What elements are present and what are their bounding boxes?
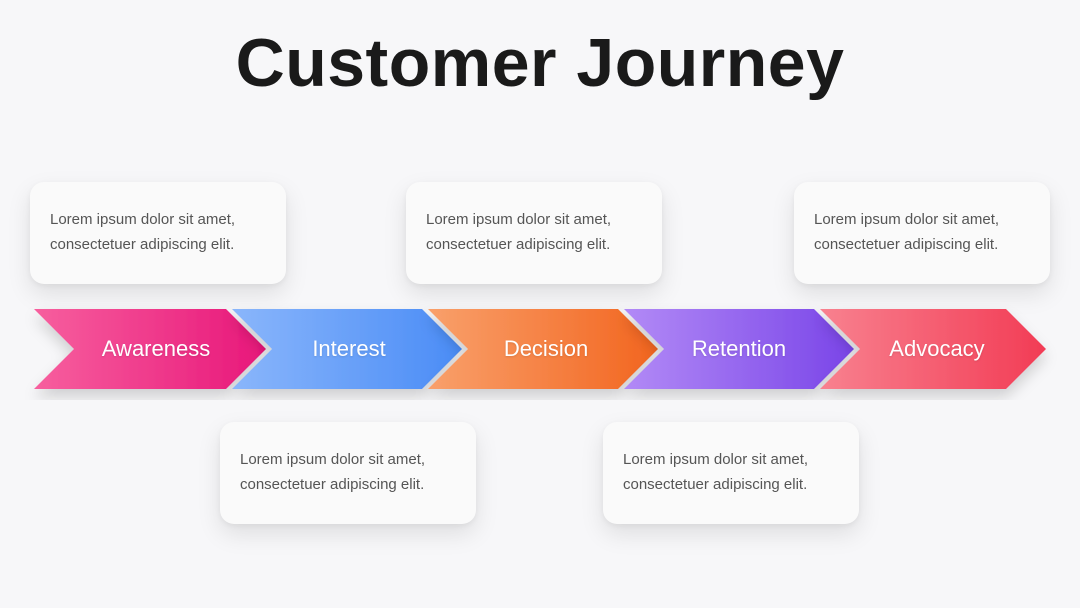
card-text-line: Lorem ipsum dolor sit amet, <box>623 451 809 468</box>
card-text-line: Lorem ipsum dolor sit amet, <box>240 451 426 468</box>
advocacy-chevron <box>820 309 1046 389</box>
card-text-line: consectetuer adipiscing elit. <box>426 236 611 253</box>
stage-label-awareness: Awareness <box>101 336 211 361</box>
interest-chevron <box>232 309 462 389</box>
card-text-line: consectetuer adipiscing elit. <box>814 236 999 253</box>
card-text-line: Lorem ipsum dolor sit amet, <box>814 211 1000 228</box>
card-text-line: consectetuer adipiscing elit. <box>623 476 808 493</box>
page-title: Customer Journey <box>235 25 845 101</box>
journey-chevron-flow <box>34 309 1046 389</box>
card-text-line: consectetuer adipiscing elit. <box>50 236 235 253</box>
card-text-line: Lorem ipsum dolor sit amet, <box>426 211 612 228</box>
awareness-chevron <box>34 309 266 389</box>
card-text-line: consectetuer adipiscing elit. <box>240 476 425 493</box>
stage-label-advocacy: Advocacy <box>889 336 985 361</box>
decision-chevron <box>428 309 658 389</box>
stage-label-decision: Decision <box>503 336 589 361</box>
awareness-description-card: Lorem ipsum dolor sit amet, consectetuer… <box>30 182 286 284</box>
stage-label-interest: Interest <box>312 336 386 361</box>
stage-label-retention: Retention <box>691 336 787 361</box>
advocacy-description-card: Lorem ipsum dolor sit amet, consectetuer… <box>794 182 1050 284</box>
retention-description-card: Lorem ipsum dolor sit amet, consectetuer… <box>603 422 859 524</box>
retention-chevron <box>624 309 854 389</box>
card-text-line: Lorem ipsum dolor sit amet, <box>50 211 236 228</box>
interest-description-card: Lorem ipsum dolor sit amet, consectetuer… <box>220 422 476 524</box>
decision-description-card: Lorem ipsum dolor sit amet, consectetuer… <box>406 182 662 284</box>
